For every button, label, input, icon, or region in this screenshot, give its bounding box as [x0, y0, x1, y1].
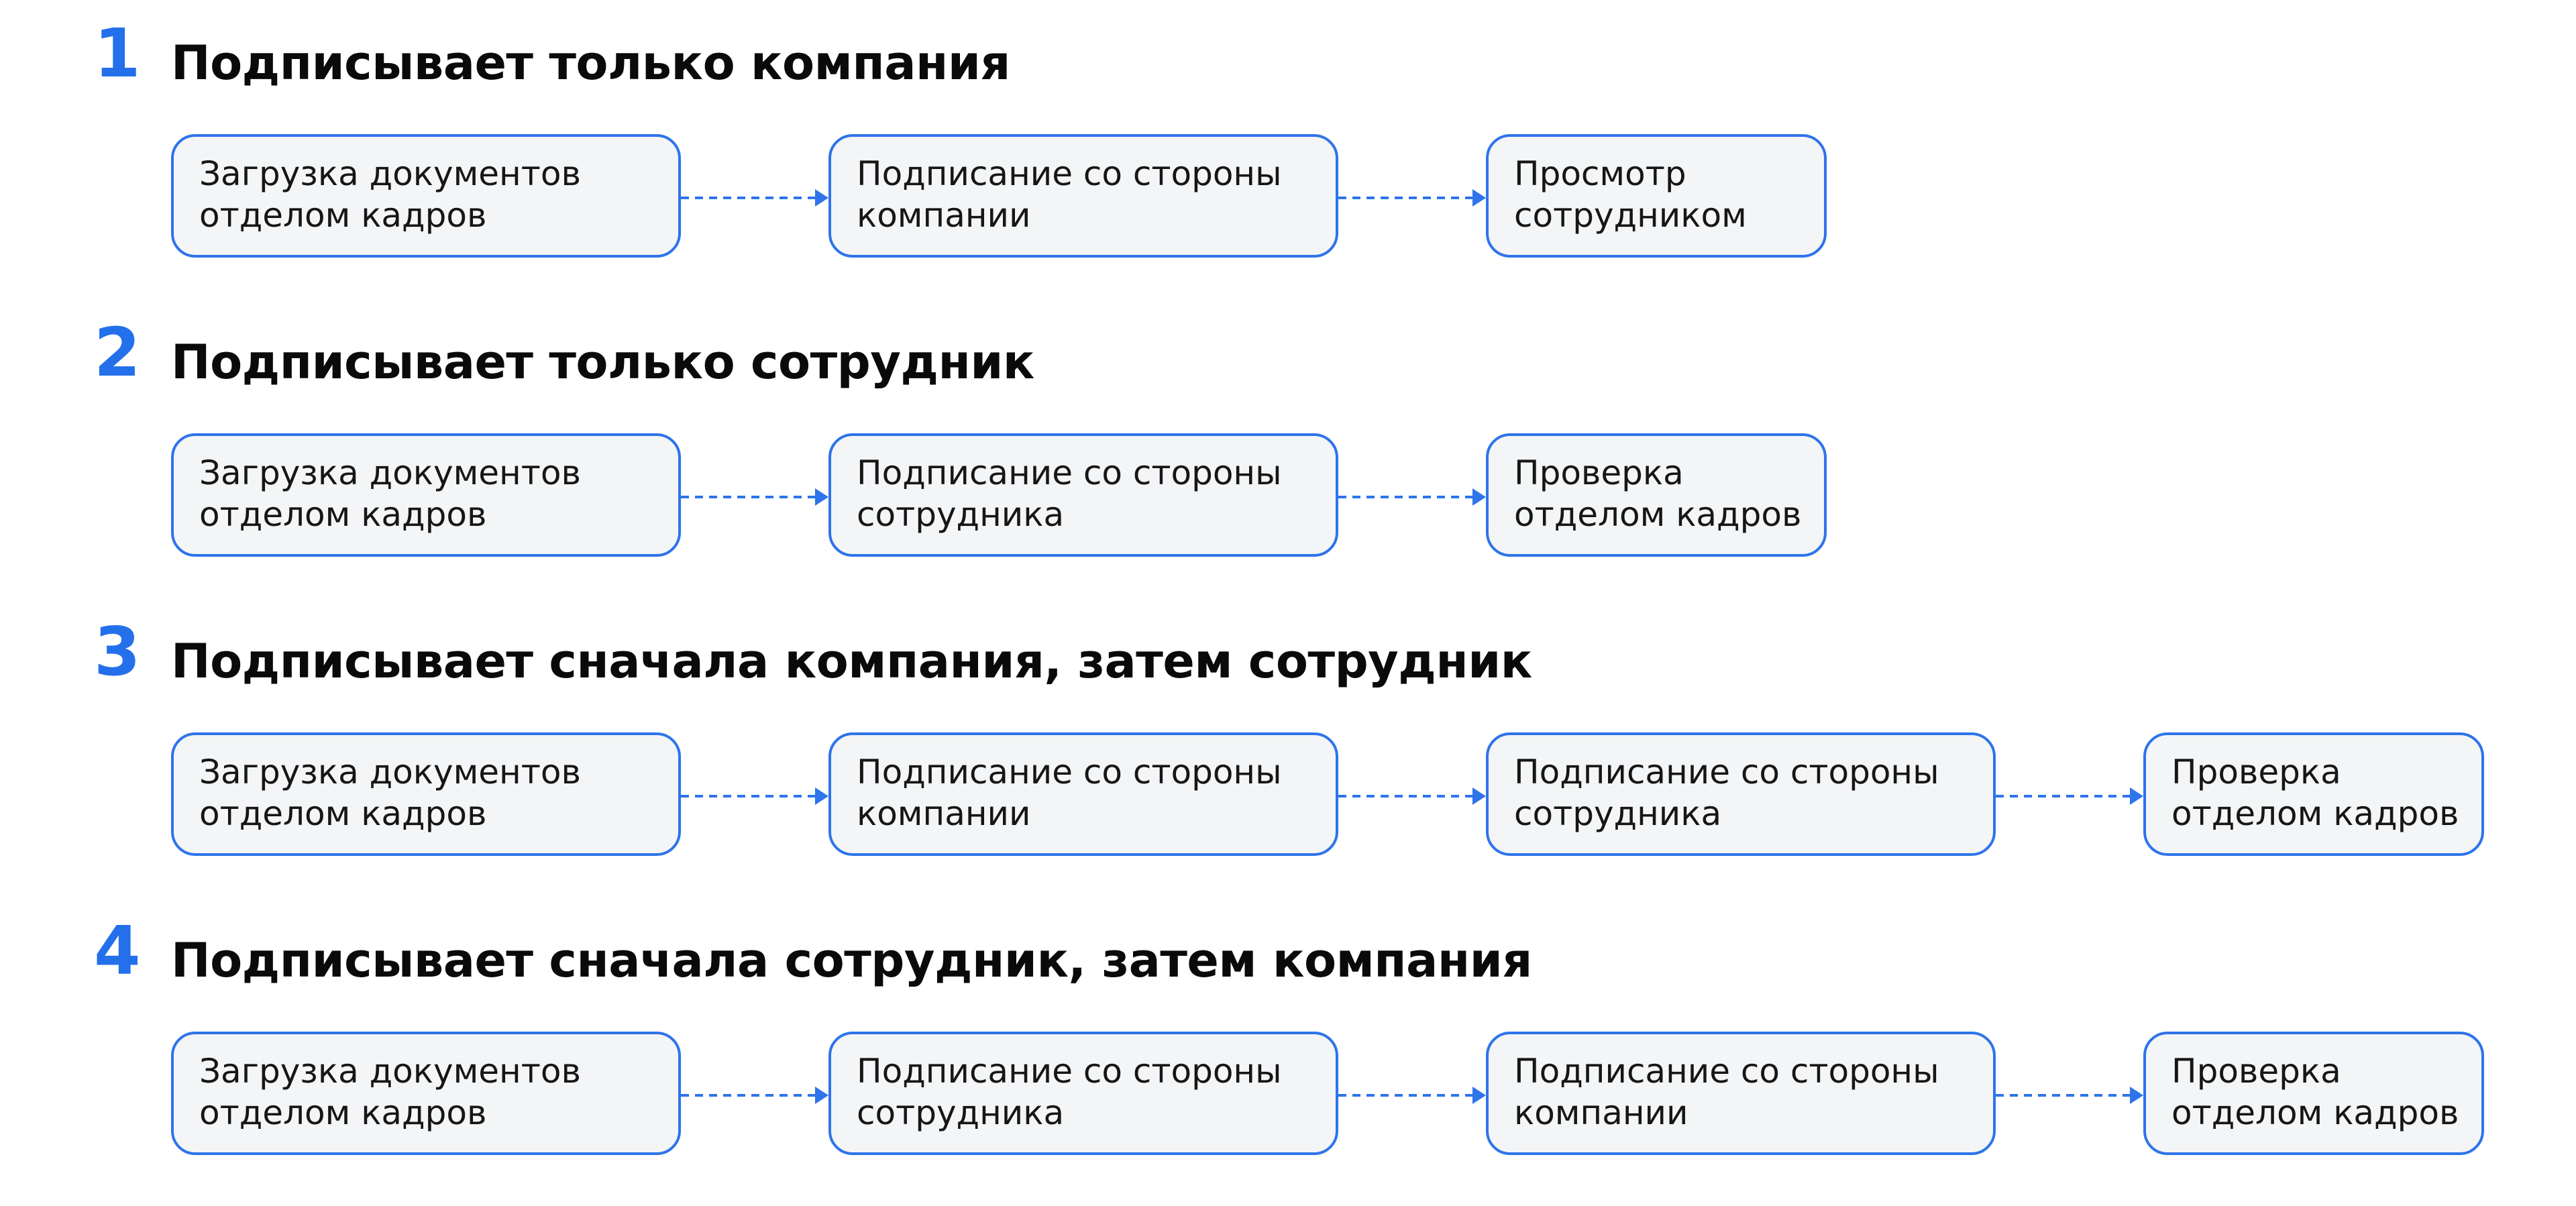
dashed-arrow-connector — [1338, 189, 1486, 207]
dashed-arrow-icon — [681, 787, 828, 805]
step-line: Подписание со стороны — [1514, 1052, 1939, 1091]
workflow-section-4: 4 Подписывает сначала сотрудник, затем к… — [0, 911, 2576, 1206]
step-box-employee-signing: Подписание со стороны сотрудника — [828, 433, 1338, 557]
step-line: отделом кадров — [1514, 495, 1802, 534]
section-number: 4 — [94, 912, 141, 990]
step-box-upload: Загрузка документов отделом кадров — [171, 732, 681, 856]
dashed-arrow-icon — [1338, 1087, 1486, 1104]
step-line: Проверка — [2171, 753, 2341, 791]
steps-row: Загрузка документов отделом кадров Подпи… — [171, 134, 2479, 262]
step-box-upload: Загрузка документов отделом кадров — [171, 1032, 681, 1155]
dashed-arrow-icon — [1996, 787, 2143, 805]
dashed-arrow-connector — [1338, 488, 1486, 506]
step-line: отделом кадров — [199, 196, 487, 235]
dashed-arrow-icon — [1996, 1087, 2143, 1104]
step-line: Просмотр — [1514, 154, 1686, 193]
dashed-arrow-connector — [1996, 787, 2143, 805]
step-line: сотрудником — [1514, 196, 1747, 235]
section-number: 2 — [94, 313, 141, 392]
step-line: Подписание со стороны — [857, 1052, 1282, 1091]
step-line: Подписание со стороны — [857, 753, 1282, 791]
section-title: Подписывает только сотрудник — [171, 335, 1034, 390]
section-title: Подписывает только компания — [171, 36, 1010, 91]
dashed-arrow-connector — [1996, 1087, 2143, 1104]
section-title: Подписывает сначала компания, затем сотр… — [171, 634, 1532, 689]
step-box-employee-signing: Подписание со стороны сотрудника — [828, 1032, 1338, 1155]
dashed-arrow-connector — [681, 189, 828, 207]
step-box-company-signing: Подписание со стороны компании — [1486, 1032, 1996, 1155]
step-line: Загрузка документов — [199, 1052, 581, 1091]
steps-row: Загрузка документов отделом кадров Подпи… — [171, 1032, 2484, 1159]
workflow-section-1: 1 Подписывает только компания Загрузка д… — [0, 13, 2576, 309]
dashed-arrow-connector — [681, 488, 828, 506]
step-box-hr-check: Проверка отделом кадров — [1486, 433, 1827, 557]
step-line: Подписание со стороны — [1514, 753, 1939, 791]
section-number: 1 — [94, 14, 141, 93]
step-line: компании — [857, 794, 1031, 833]
step-line: отделом кадров — [199, 1093, 487, 1132]
dashed-arrow-icon — [681, 488, 828, 506]
step-line: Загрузка документов — [199, 753, 581, 791]
step-line: сотрудника — [857, 1093, 1065, 1132]
step-line: отделом кадров — [2171, 1093, 2459, 1132]
workflow-section-2: 2 Подписывает только сотрудник Загрузка … — [0, 313, 2576, 608]
step-box-employee-view: Просмотр сотрудником — [1486, 134, 1827, 258]
step-box-upload: Загрузка документов отделом кадров — [171, 134, 681, 258]
step-line: сотрудника — [1514, 794, 1722, 833]
dashed-arrow-icon — [681, 189, 828, 207]
steps-row: Загрузка документов отделом кадров Подпи… — [171, 732, 2484, 860]
step-box-upload: Загрузка документов отделом кадров — [171, 433, 681, 557]
dashed-arrow-connector — [681, 1087, 828, 1104]
step-line: отделом кадров — [199, 794, 487, 833]
step-box-employee-signing: Подписание со стороны сотрудника — [1486, 732, 1996, 856]
step-line: Загрузка документов — [199, 154, 581, 193]
step-box-hr-check: Проверка отделом кадров — [2143, 732, 2484, 856]
dashed-arrow-connector — [1338, 787, 1486, 805]
step-box-hr-check: Проверка отделом кадров — [2143, 1032, 2484, 1155]
step-line: Загрузка документов — [199, 453, 581, 492]
step-line: компании — [857, 196, 1031, 235]
dashed-arrow-icon — [1338, 189, 1486, 207]
step-line: отделом кадров — [199, 495, 487, 534]
dashed-arrow-icon — [681, 1087, 828, 1104]
step-box-company-signing: Подписание со стороны компании — [828, 732, 1338, 856]
step-line: сотрудника — [857, 495, 1065, 534]
step-line: Подписание со стороны — [857, 453, 1282, 492]
dashed-arrow-connector — [681, 787, 828, 805]
step-line: компании — [1514, 1093, 1688, 1132]
dashed-arrow-connector — [1338, 1087, 1486, 1104]
steps-row: Загрузка документов отделом кадров Подпи… — [171, 433, 2479, 561]
section-number: 3 — [94, 612, 141, 691]
workflow-section-3: 3 Подписывает сначала компания, затем со… — [0, 612, 2576, 907]
step-box-company-signing: Подписание со стороны компании — [828, 134, 1338, 258]
section-title: Подписывает сначала сотрудник, затем ком… — [171, 933, 1532, 988]
step-line: отделом кадров — [2171, 794, 2459, 833]
step-line: Подписание со стороны — [857, 154, 1282, 193]
dashed-arrow-icon — [1338, 488, 1486, 506]
step-line: Проверка — [2171, 1052, 2341, 1091]
step-line: Проверка — [1514, 453, 1684, 492]
dashed-arrow-icon — [1338, 787, 1486, 805]
